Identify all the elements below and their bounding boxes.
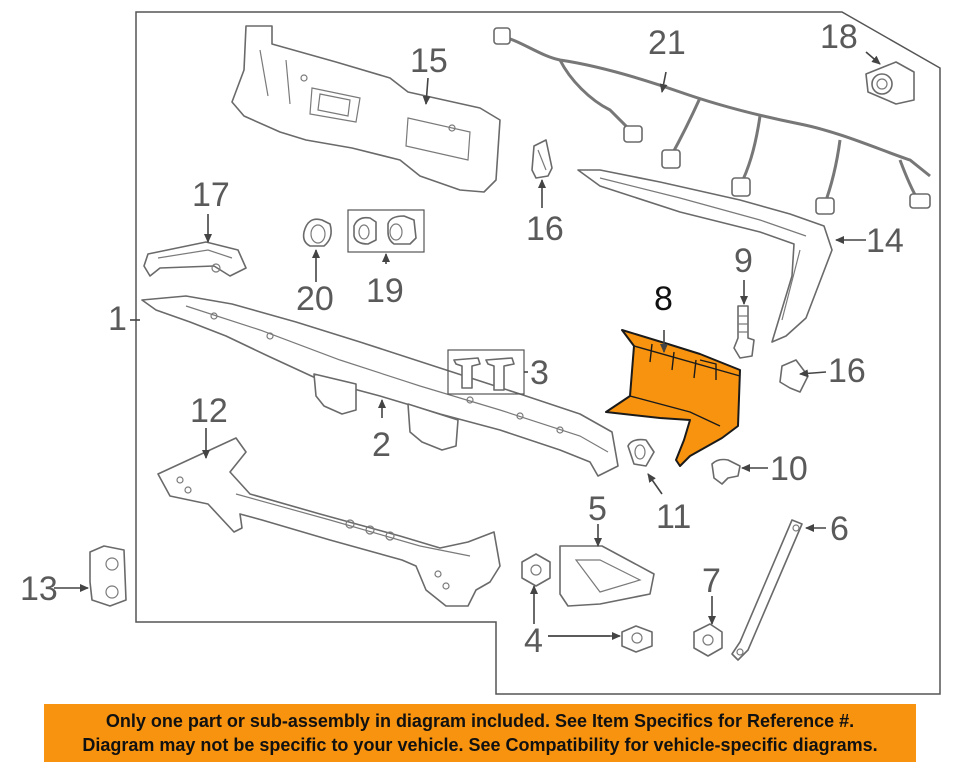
part-7-nut: [693, 623, 723, 657]
callout-8: 8: [654, 280, 673, 318]
part-21-wiring-harness: [493, 27, 931, 215]
callout-1: 1: [108, 300, 127, 338]
part-17-bracket: [143, 241, 247, 277]
part-20-grommet: [302, 218, 332, 247]
callout-2: 2: [372, 426, 391, 464]
part-18-sensor: [865, 61, 915, 105]
callout-labels: 1 2 3 4 5 6 7 8 9 10 11 12 13 14 15 16 1…: [20, 18, 904, 660]
part-15-rear-panel: [231, 25, 501, 193]
callout-14: 14: [866, 222, 904, 260]
leader-lines: [54, 51, 881, 640]
callout-20: 20: [296, 280, 334, 318]
part-9-bolt: [733, 305, 755, 359]
part-19-bushing-kit: [347, 209, 425, 253]
part-5-bracket: [559, 545, 655, 607]
part-13-bracket: [89, 545, 127, 607]
callout-10: 10: [770, 450, 808, 488]
part-8-shield-highlighted: [605, 329, 741, 467]
assembly-frame: [135, 11, 941, 695]
callout-18: 18: [820, 18, 858, 56]
part-16-clip-upper: [531, 139, 553, 179]
disclaimer-line-2: Diagram may not be specific to your vehi…: [82, 735, 878, 755]
callout-11: 11: [656, 498, 691, 536]
callout-16-upper: 16: [526, 210, 564, 248]
disclaimer-banner: Only one part or sub-assembly in diagram…: [44, 704, 916, 762]
part-2-impact-bar: [141, 295, 619, 477]
callout-19: 19: [366, 272, 404, 310]
callout-5: 5: [588, 490, 607, 528]
callout-21: 21: [648, 24, 686, 62]
callout-17: 17: [192, 176, 230, 214]
part-12-crossmember: [157, 437, 501, 607]
callout-16-lower: 16: [828, 352, 866, 390]
part-11-retainer: [627, 438, 655, 467]
callout-9: 9: [734, 242, 753, 280]
callout-6: 6: [830, 510, 849, 548]
callout-4: 4: [524, 622, 543, 660]
part-10-push-pin: [711, 458, 741, 485]
part-6-brace-rod: [731, 519, 803, 661]
callout-7: 7: [702, 562, 721, 600]
part-14-rail-cover: [577, 169, 833, 343]
callout-12: 12: [190, 392, 228, 430]
part-4-nut-b: [621, 625, 653, 653]
callout-13: 13: [20, 570, 58, 608]
part-4-nut-a: [521, 553, 551, 587]
callout-15: 15: [410, 42, 448, 80]
callout-3: 3: [530, 354, 549, 392]
disclaimer-line-1: Only one part or sub-assembly in diagram…: [105, 711, 855, 731]
part-16-clip-lower: [779, 359, 809, 393]
